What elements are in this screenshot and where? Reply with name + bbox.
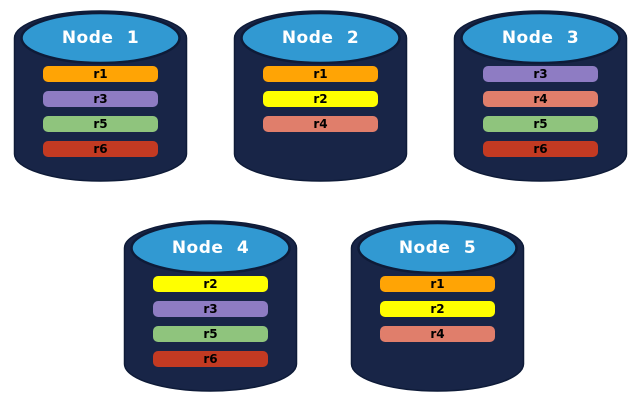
replica-label: r5 bbox=[93, 117, 108, 131]
replica-label: r1 bbox=[313, 67, 328, 81]
replica-bar-r5: r5 bbox=[43, 116, 158, 132]
replica-list: r3 r4 r5 r6 bbox=[483, 66, 598, 166]
node-label: Node 3 bbox=[501, 28, 580, 48]
replica-label: r4 bbox=[313, 117, 328, 131]
replica-label: r3 bbox=[203, 302, 218, 316]
database-node-2: Node 2 r1 r2 r4 bbox=[233, 10, 408, 183]
replica-list: r1 r3 r5 r6 bbox=[43, 66, 158, 166]
replica-label: r2 bbox=[313, 92, 328, 106]
replica-label: r1 bbox=[430, 277, 445, 291]
database-node-3: Node 3 r3 r4 r5 r6 bbox=[453, 10, 628, 183]
replica-label: r6 bbox=[533, 142, 548, 156]
replica-bar-r3: r3 bbox=[153, 301, 268, 317]
replica-bar-r2: r2 bbox=[380, 301, 495, 317]
replica-label: r4 bbox=[533, 92, 548, 106]
node-label: Node 2 bbox=[281, 28, 360, 48]
cylinder-top-shape bbox=[460, 11, 621, 65]
replica-bar-r6: r6 bbox=[153, 351, 268, 367]
replica-bar-r2: r2 bbox=[263, 91, 378, 107]
replica-label: r4 bbox=[430, 327, 445, 341]
replica-list: r2 r3 r5 r6 bbox=[153, 276, 268, 376]
node-label: Node 4 bbox=[171, 238, 250, 258]
replica-bar-r3: r3 bbox=[43, 91, 158, 107]
replica-bar-r4: r4 bbox=[483, 91, 598, 107]
node-label: Node 1 bbox=[61, 28, 140, 48]
replica-bar-r5: r5 bbox=[153, 326, 268, 342]
cylinder-top-shape bbox=[20, 11, 181, 65]
replica-label: r5 bbox=[533, 117, 548, 131]
replica-bar-r1: r1 bbox=[43, 66, 158, 82]
replica-bar-r6: r6 bbox=[483, 141, 598, 157]
database-node-4: Node 4 r2 r3 r5 r6 bbox=[123, 220, 298, 393]
cylinder-top-shape bbox=[130, 221, 291, 275]
replica-bar-r2: r2 bbox=[153, 276, 268, 292]
replica-bar-r3: r3 bbox=[483, 66, 598, 82]
replica-label: r2 bbox=[430, 302, 445, 316]
replica-bar-r1: r1 bbox=[380, 276, 495, 292]
replica-bar-r4: r4 bbox=[263, 116, 378, 132]
replica-bar-r4: r4 bbox=[380, 326, 495, 342]
replica-label: r2 bbox=[203, 277, 218, 291]
replica-label: r6 bbox=[93, 142, 108, 156]
replica-list: r1 r2 r4 bbox=[380, 276, 495, 351]
replica-label: r3 bbox=[533, 67, 548, 81]
replica-bar-r5: r5 bbox=[483, 116, 598, 132]
replica-label: r6 bbox=[203, 352, 218, 366]
replica-list: r1 r2 r4 bbox=[263, 66, 378, 141]
replica-label: r3 bbox=[93, 92, 108, 106]
database-node-1: Node 1 r1 r3 r5 r6 bbox=[13, 10, 188, 183]
replica-label: r5 bbox=[203, 327, 218, 341]
replica-bar-r6: r6 bbox=[43, 141, 158, 157]
replica-bar-r1: r1 bbox=[263, 66, 378, 82]
database-node-5: Node 5 r1 r2 r4 bbox=[350, 220, 525, 393]
node-label: Node 5 bbox=[398, 238, 477, 258]
cylinder-top-shape bbox=[240, 11, 401, 65]
replica-label: r1 bbox=[93, 67, 108, 81]
cylinder-top-shape bbox=[357, 221, 518, 275]
